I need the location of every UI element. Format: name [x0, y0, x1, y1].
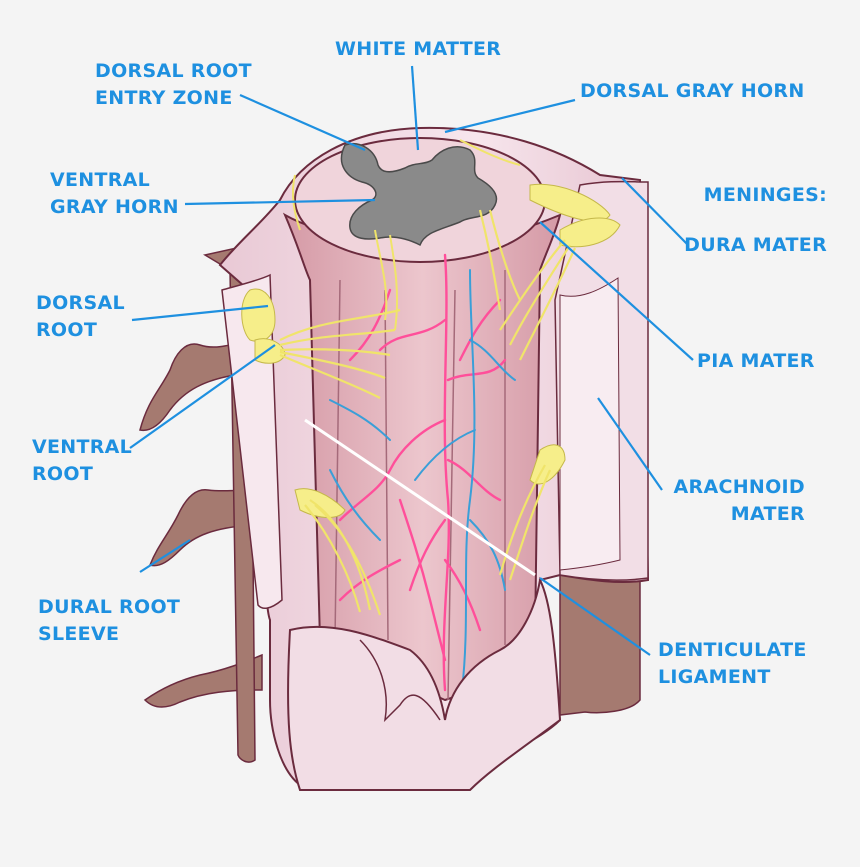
cord-columns: [334, 270, 506, 701]
veins: [329, 269, 516, 691]
label-white-matter: WHITE MATTER: [335, 38, 502, 60]
label-dorsal-root-entry-zone: DORSAL ROOT ENTRY ZONE: [95, 60, 252, 109]
label-meninges: MENINGES:: [703, 184, 827, 206]
label-ventral-root: VENTRAL ROOT: [32, 436, 133, 485]
denticulate-ligament-line: [304, 418, 536, 577]
label-dura-mater: DURA MATER: [684, 234, 827, 256]
arteries: [338, 253, 507, 692]
gray-matter: [340, 143, 498, 247]
dura-bottom-fold: [287, 576, 562, 791]
label-pia-mater: PIA MATER: [697, 350, 815, 372]
right-nerve-roots: [478, 183, 621, 581]
label-dural-root-sleeve: DURAL ROOT SLEEVE: [38, 596, 181, 645]
label-dorsal-root: DORSAL ROOT: [36, 292, 125, 341]
dural-root-sleeves: [139, 338, 263, 708]
leader-lines: [129, 65, 694, 656]
label-denticulate-ligament: DENTICULATE LIGAMENT: [658, 639, 807, 688]
label-arachnoid-mater: ARACHNOID MATER: [673, 476, 805, 525]
label-ventral-gray-horn: VENTRAL GRAY HORN: [50, 169, 179, 218]
posterior-rootlets: [291, 139, 521, 331]
label-dorsal-gray-horn: DORSAL GRAY HORN: [580, 80, 805, 102]
